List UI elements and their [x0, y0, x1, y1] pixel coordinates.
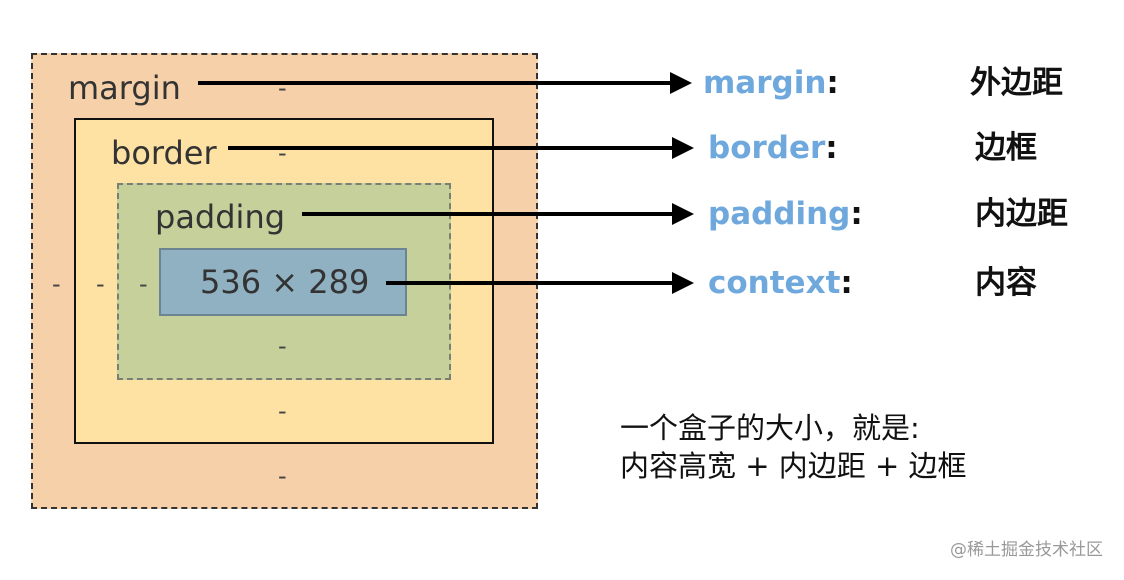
content-size-label: 536 × 289 — [200, 263, 370, 301]
term-name: padding — [708, 196, 851, 232]
term-name: border — [708, 130, 826, 166]
summary-line-2: 内容高宽 + 内边距 + 边框 — [620, 449, 967, 483]
margin-label: margin — [68, 69, 181, 107]
term-colon: : — [850, 196, 863, 232]
margin-bottom-dash: - — [278, 462, 287, 490]
watermark: @稀土掘金技术社区 — [950, 540, 1103, 560]
term-padding: padding: — [708, 199, 863, 230]
term-name: context — [708, 265, 841, 301]
context-arrowhead — [672, 272, 694, 294]
term-margin-zh: 外边距 — [970, 65, 1063, 101]
term-padding-zh: 内边距 — [975, 196, 1068, 232]
margin-top-dash: - — [278, 74, 287, 102]
padding-label: padding — [155, 198, 286, 236]
term-name: margin — [703, 65, 827, 101]
summary-line-1: 一个盒子的大小，就是: — [620, 411, 920, 445]
content-box — [159, 248, 407, 316]
border-arrowhead — [672, 137, 694, 159]
border-label: border — [111, 134, 217, 172]
border-left-dash: - — [96, 270, 105, 298]
margin-arrowhead — [670, 72, 692, 94]
border-bottom-dash: - — [278, 397, 287, 425]
term-context: context: — [708, 268, 853, 299]
term-colon: : — [826, 65, 839, 101]
padding-bottom-dash: - — [278, 332, 287, 360]
term-border-zh: 边框 — [975, 130, 1037, 166]
term-border: border: — [708, 133, 838, 164]
margin-left-dash: - — [52, 270, 61, 298]
padding-left-dash: - — [139, 270, 148, 298]
padding-arrowhead — [672, 203, 694, 225]
term-context-zh: 内容 — [975, 265, 1037, 301]
term-margin: margin: — [703, 68, 839, 99]
border-top-dash: - — [278, 139, 287, 167]
term-colon: : — [825, 130, 838, 166]
term-colon: : — [840, 265, 853, 301]
